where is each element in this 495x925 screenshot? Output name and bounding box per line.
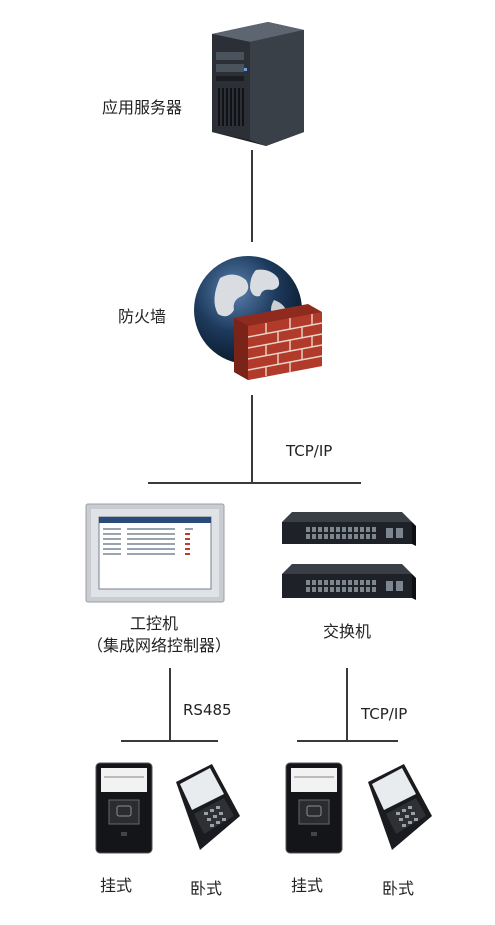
tcp-right-label: TCP/IP — [361, 705, 408, 723]
desk-terminal-left-label: 卧式 — [190, 879, 223, 898]
line-server-firewall — [251, 150, 253, 242]
line-ipc-rs485 — [169, 668, 171, 740]
bus-left — [121, 740, 218, 742]
line-firewall-bus — [251, 395, 253, 482]
ipc-label: 工控机 — [130, 614, 179, 633]
switch-unit-bottom — [282, 564, 416, 600]
brick-wall-icon — [234, 304, 323, 380]
network-switch-image — [282, 508, 417, 608]
bus-right — [297, 740, 398, 742]
server-tower-image — [208, 20, 308, 150]
firewall-image — [190, 248, 325, 386]
line-switch-tcp — [346, 668, 348, 740]
desk-terminal-right-image — [362, 762, 434, 854]
ipc-sublabel: （集成网络控制器） — [87, 636, 232, 655]
desk-terminal-left-image — [170, 762, 242, 854]
switch-unit-top — [282, 512, 416, 546]
wall-terminal-left-image — [95, 762, 153, 854]
desk-terminal-right-label: 卧式 — [382, 879, 415, 898]
bus-top — [148, 482, 361, 484]
wall-terminal-left-label: 挂式 — [100, 876, 133, 895]
tcp-top-label: TCP/IP — [286, 442, 333, 460]
firewall-label: 防火墙 — [118, 307, 167, 326]
rs485-label: RS485 — [183, 701, 232, 719]
wall-terminal-right-image — [285, 762, 343, 854]
wall-terminal-right-label: 挂式 — [291, 876, 324, 895]
server-label: 应用服务器 — [102, 98, 183, 117]
industrial-pc-image — [85, 503, 225, 603]
switch-label: 交换机 — [323, 622, 372, 641]
